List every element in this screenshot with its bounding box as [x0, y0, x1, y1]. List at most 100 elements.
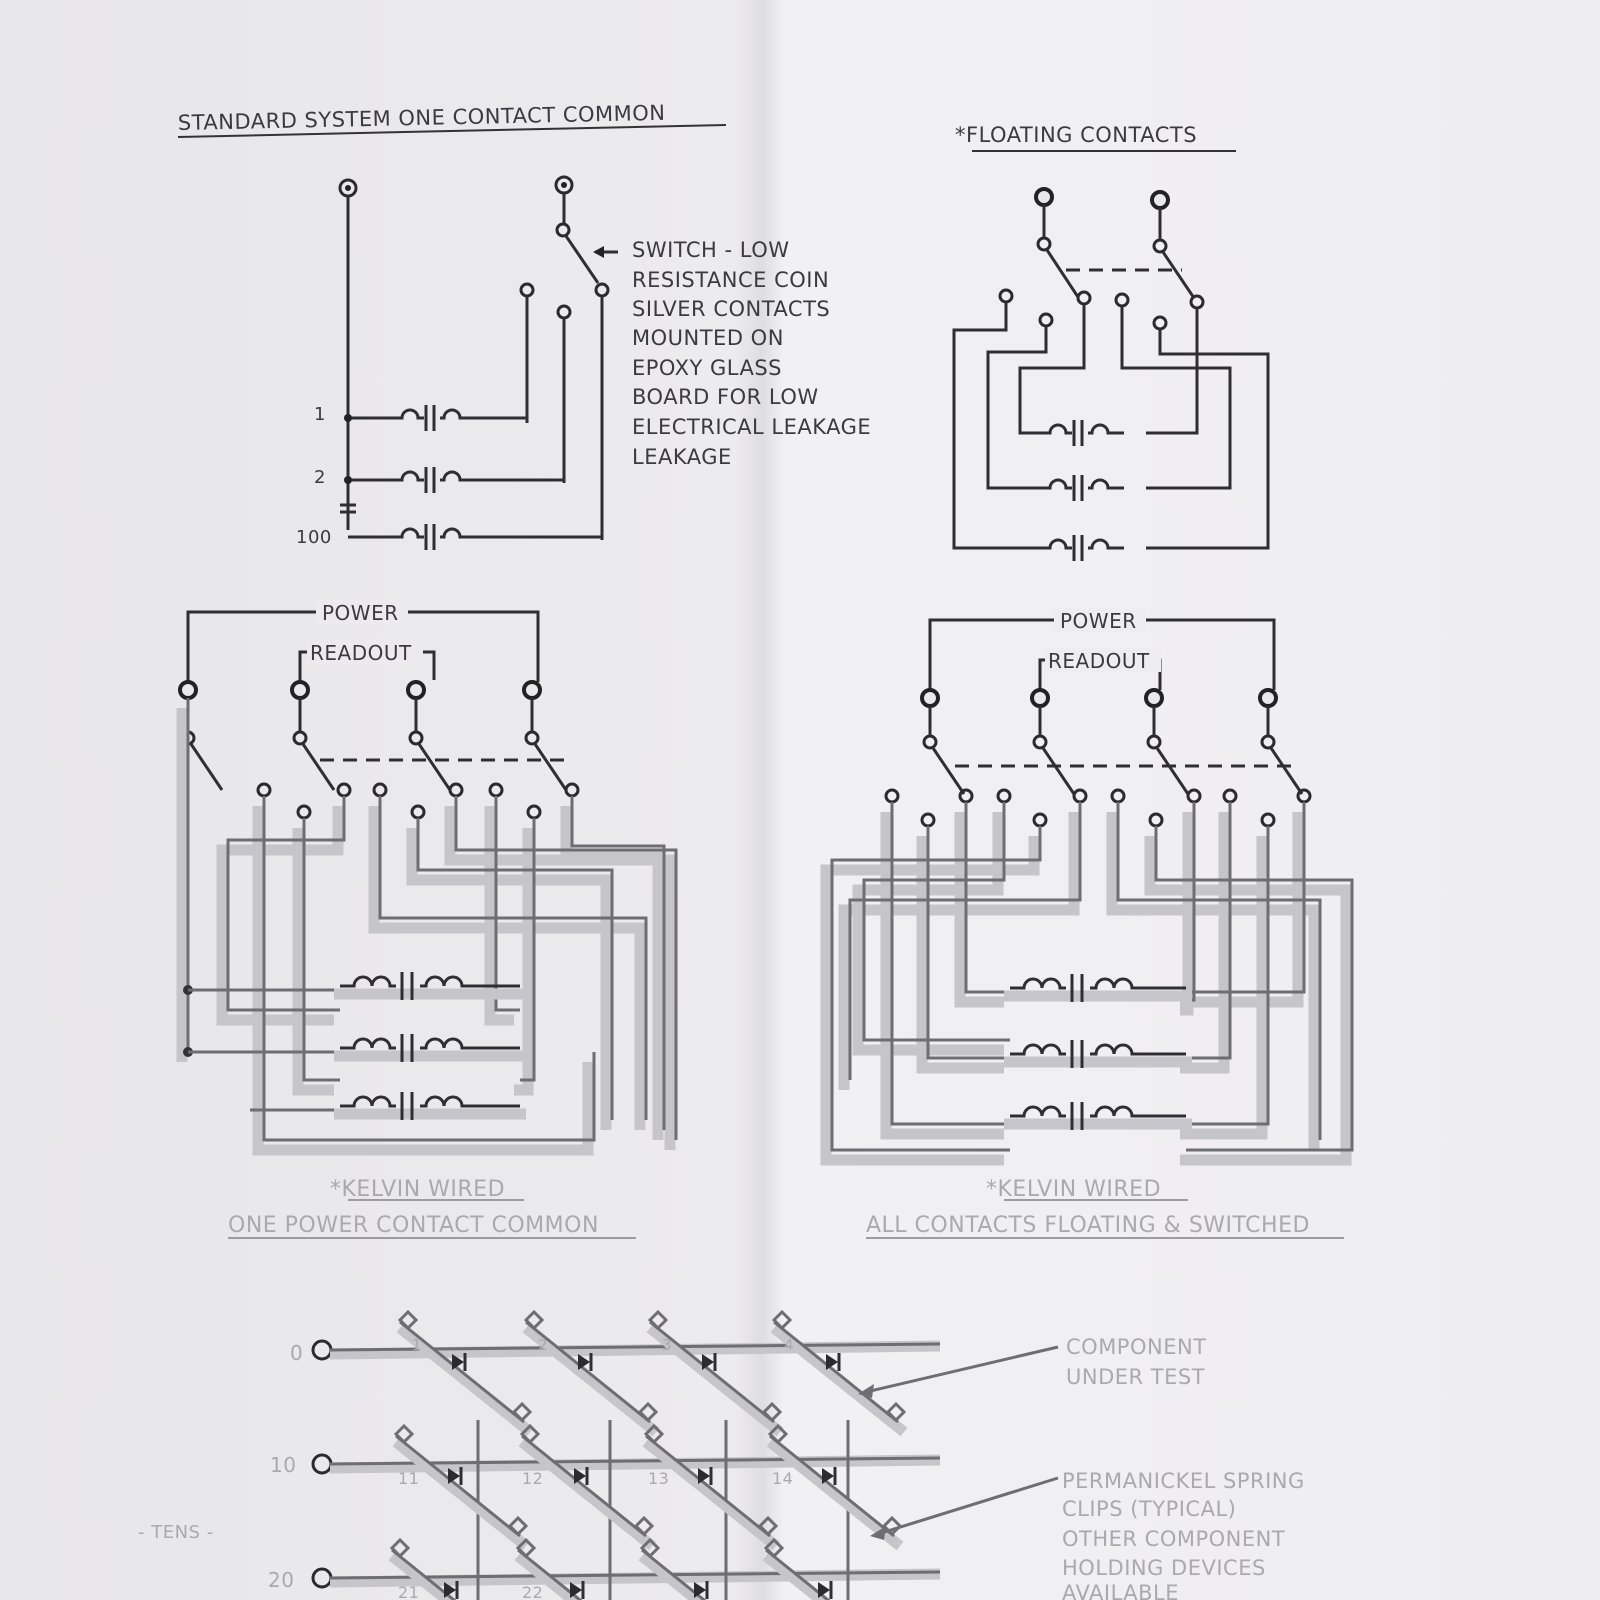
row-label-100: 100 [296, 527, 332, 548]
contact-symbol [1036, 475, 1124, 501]
cell-label: 1 [412, 1336, 422, 1354]
spring-clip [393, 1423, 415, 1445]
kelvin-contact-symbol [1004, 974, 1192, 1002]
matrix-row-label-20: 20 [268, 1568, 294, 1592]
cell-label: 22 [522, 1583, 543, 1600]
cell-label: 13 [648, 1469, 669, 1488]
contact-symbol [1036, 420, 1124, 446]
cell-label: 14 [772, 1469, 793, 1488]
kelvin-right-caption-1: *KELVIN WIRED [986, 1177, 1161, 1202]
diode-symbol [578, 1353, 593, 1371]
callout-line: PERMANICKEL SPRING [1062, 1469, 1305, 1493]
note-line: BOARD FOR LOW [632, 385, 819, 409]
spring-clip [507, 1515, 529, 1537]
readout-label: READOUT [1048, 649, 1150, 673]
spring-clip [633, 1515, 655, 1537]
floating-contacts-diagram: *FLOATING CONTACTS [952, 123, 1270, 561]
diode-symbol [822, 1467, 837, 1485]
tens-label: - TENS - [138, 1522, 214, 1543]
note-line: SILVER CONTACTS [632, 297, 830, 321]
kelvin-all-floating-diagram: POWER READOUT *KELVIN WIRED ALL CONTACTS… [820, 608, 1354, 1239]
kelvin-one-common-diagram: POWER READOUT *KELVIN WIRED ONE POWER CO… [176, 600, 678, 1239]
diode-symbol [452, 1353, 467, 1371]
component-matrix-diagram: 0 10 20 1 2 3 4 11 12 13 14 21 22 - TENS… [138, 1309, 1305, 1600]
spring-clip [523, 1309, 545, 1331]
kelvin-contact-symbol [334, 1034, 526, 1062]
contact-symbol [388, 524, 476, 550]
matrix-row-label-10: 10 [270, 1453, 296, 1477]
spring-clip [519, 1423, 541, 1445]
spring-clip [771, 1309, 793, 1331]
terminal-post [522, 680, 542, 700]
kelvin-contact-symbol [1004, 1102, 1192, 1130]
terminal-post [178, 680, 198, 700]
diode-symbol [826, 1353, 841, 1371]
matrix-row-label-0: 0 [290, 1341, 303, 1365]
cell-label: 2 [538, 1336, 548, 1354]
terminal-post [1030, 688, 1050, 708]
spring-clip [767, 1423, 789, 1445]
diode-symbol [698, 1467, 713, 1485]
spring-clip [397, 1309, 419, 1331]
contact-symbol [1036, 535, 1124, 561]
diode-symbol [444, 1581, 459, 1599]
kelvin-left-caption-1: *KELVIN WIRED [330, 1177, 505, 1202]
note-line: LEAKAGE [632, 445, 732, 469]
callout-line: COMPONENT [1066, 1335, 1207, 1359]
diode-symbol [818, 1581, 833, 1599]
row-label-2: 2 [314, 467, 326, 488]
note-line: RESISTANCE COIN [632, 268, 829, 292]
power-label: POWER [322, 601, 399, 625]
diode-symbol [574, 1467, 589, 1485]
spring-clip [389, 1537, 411, 1559]
spring-clip [515, 1537, 537, 1559]
row-label-1: 1 [314, 404, 326, 425]
kelvin-contact-symbol [1004, 1040, 1192, 1068]
floating-title: *FLOATING CONTACTS [955, 123, 1197, 147]
contact-symbol [388, 467, 476, 493]
standard-system-diagram: STANDARD SYSTEM ONE CONTACT COMMON 1 2 1… [178, 101, 871, 550]
power-label: POWER [1060, 609, 1137, 633]
standard-title: STANDARD SYSTEM ONE CONTACT COMMON [178, 101, 666, 135]
spring-clip [511, 1401, 533, 1423]
cell-label: 11 [398, 1469, 419, 1488]
spring-clip [757, 1515, 779, 1537]
terminal-post [1144, 688, 1164, 708]
spring-clip [763, 1537, 785, 1559]
terminal-post [290, 680, 310, 700]
note-line: ELECTRICAL LEAKAGE [632, 415, 871, 439]
spring-clip [647, 1309, 669, 1331]
callout-line: UNDER TEST [1066, 1365, 1205, 1389]
cell-label: 21 [398, 1583, 419, 1600]
kelvin-contact-symbol [334, 972, 526, 1000]
readout-label: READOUT [310, 641, 412, 665]
spring-clip [761, 1401, 783, 1423]
spring-clip [639, 1537, 661, 1559]
spring-clip [885, 1401, 907, 1423]
diode-symbol [694, 1581, 709, 1599]
callout-line: AVAILABLE [1062, 1581, 1179, 1600]
switch-note: SWITCH - LOW RESISTANCE COIN SILVER CONT… [632, 238, 871, 469]
spring-clip [643, 1423, 665, 1445]
callout-line: CLIPS (TYPICAL) [1062, 1497, 1236, 1521]
kelvin-left-caption-2: ONE POWER CONTACT COMMON [228, 1213, 599, 1238]
kelvin-contact-symbol [334, 1092, 526, 1120]
note-line: MOUNTED ON [632, 326, 784, 350]
cell-label: 12 [522, 1469, 543, 1488]
note-line: SWITCH - LOW [632, 238, 790, 262]
terminal-post [1258, 688, 1278, 708]
spring-clip [637, 1401, 659, 1423]
contact-symbol [388, 405, 476, 431]
cell-label: 3 [662, 1336, 672, 1354]
terminal-post [406, 680, 426, 700]
diode-symbol [702, 1353, 717, 1371]
cell-label: 4 [784, 1336, 794, 1354]
kelvin-right-caption-2: ALL CONTACTS FLOATING & SWITCHED [866, 1213, 1310, 1238]
diode-symbol [448, 1467, 463, 1485]
callout-line: HOLDING DEVICES [1062, 1556, 1266, 1580]
diode-symbol [570, 1581, 585, 1599]
callout-line: OTHER COMPONENT [1062, 1527, 1285, 1551]
terminal-post [920, 688, 940, 708]
